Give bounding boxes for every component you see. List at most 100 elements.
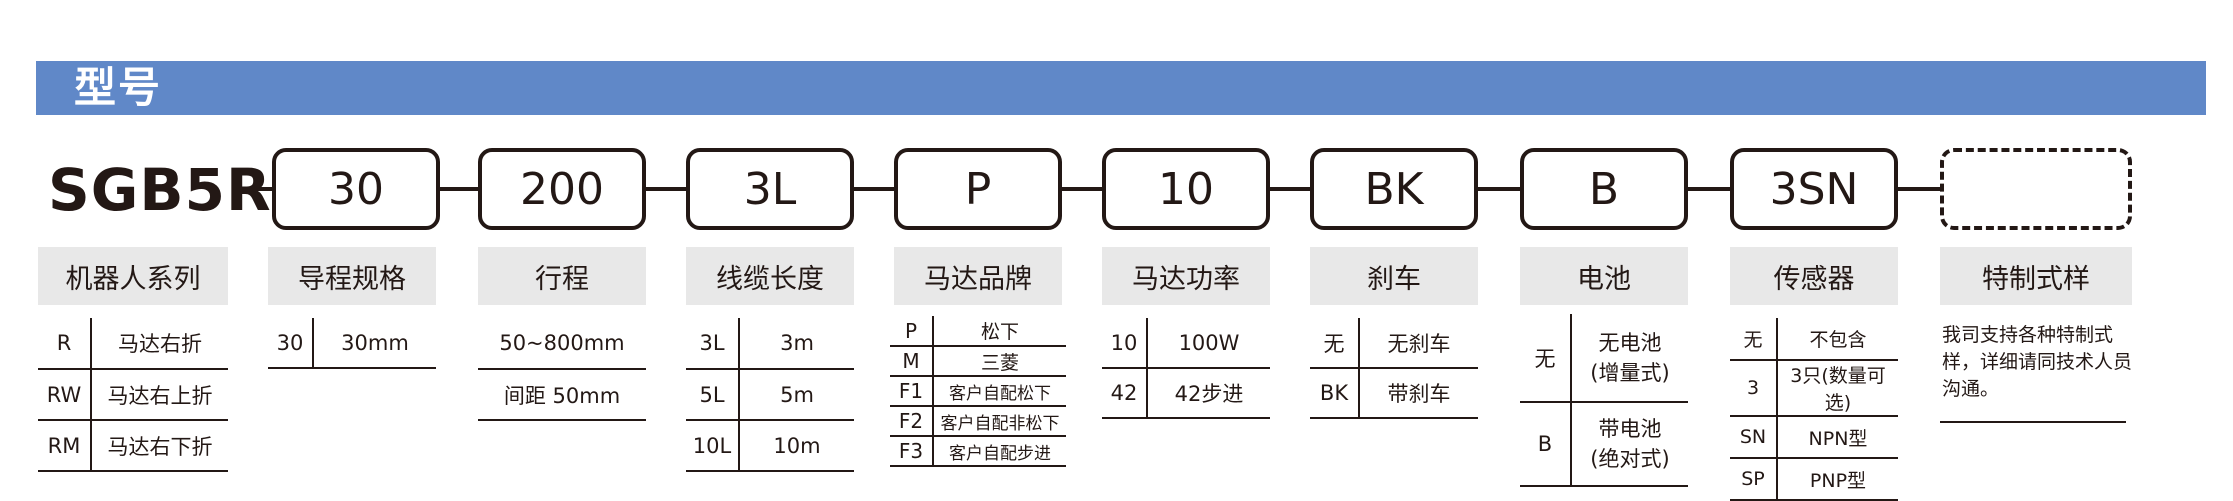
header-custom: 特制式样 xyxy=(1940,247,2132,305)
custom-note: 我司支持各种特制式样，详细请同技术人员沟通。 xyxy=(1942,324,2133,400)
desc-cell: 100W xyxy=(1147,318,1270,369)
desc-cell: 10m xyxy=(739,420,854,472)
segment-motor-power: 10 xyxy=(1102,148,1270,230)
code-cell: 10L xyxy=(686,420,740,472)
desc-cell: 带电池 (绝对式) xyxy=(1571,402,1688,487)
connector xyxy=(1478,187,1520,191)
connector xyxy=(440,187,478,191)
code-cell: M xyxy=(890,346,934,377)
table-row: 10L 10m xyxy=(686,420,854,472)
header-sensor: 传感器 xyxy=(1730,247,1898,305)
code-cell: RM xyxy=(38,420,92,472)
table-row: 10 100W xyxy=(1102,318,1270,369)
table-motor-brand: P 松下 M 三菱 F1 客户自配松下 F2 客户自配非松下 F3 客户自配步进 xyxy=(890,316,1066,467)
segment-battery: B xyxy=(1520,148,1688,230)
desc-cell: 30mm xyxy=(313,318,436,369)
table-row: 3 3只(数量可选) xyxy=(1730,360,1898,417)
header-lead: 导程规格 xyxy=(268,247,436,305)
header-cable: 线缆长度 xyxy=(686,247,854,305)
desc-cell: 松下 xyxy=(933,316,1066,347)
code-cell: B xyxy=(1520,402,1572,487)
code-cell: P xyxy=(890,316,934,347)
connector xyxy=(1270,187,1310,191)
table-row: 无 无电池 (增量式) xyxy=(1520,314,1688,403)
desc-cell: 马达右上折 xyxy=(91,369,228,421)
desc-line: (绝对式) xyxy=(1590,447,1670,471)
desc-cell: 3只(数量可选) xyxy=(1777,360,1898,417)
code-cell: F2 xyxy=(890,406,934,437)
table-sensor: 无 不包含 3 3只(数量可选) SN NPN型 SP PNP型 xyxy=(1730,318,1898,501)
table-row: F1 客户自配松下 xyxy=(890,376,1066,407)
desc-cell: 无刹车 xyxy=(1359,318,1478,369)
connector xyxy=(232,187,272,191)
code-cell: 10 xyxy=(1102,318,1148,369)
code-cell: 3 xyxy=(1730,360,1778,417)
connector xyxy=(854,187,894,191)
divider xyxy=(1940,421,2126,423)
desc-cell: 间距 50mm xyxy=(478,369,646,421)
header-brake: 刹车 xyxy=(1310,247,1478,305)
code-cell: R xyxy=(38,318,92,370)
table-row: M 三菱 xyxy=(890,346,1066,377)
code-cell: 无 xyxy=(1730,318,1778,361)
code-cell: SN xyxy=(1730,416,1778,459)
desc-cell: 无电池 (增量式) xyxy=(1571,314,1688,403)
title-banner: 型号 xyxy=(36,61,2206,115)
table-row: 无 无刹车 xyxy=(1310,318,1478,369)
desc-cell: 3m xyxy=(739,318,854,370)
header-stroke: 行程 xyxy=(478,247,646,305)
desc-line: (增量式) xyxy=(1590,360,1670,385)
code-cell: 无 xyxy=(1310,318,1360,369)
desc-cell: 客户自配松下 xyxy=(933,376,1066,407)
code-cell: BK xyxy=(1310,368,1360,419)
header-motor-power: 马达功率 xyxy=(1102,247,1270,305)
desc-cell: 客户自配步进 xyxy=(933,436,1066,467)
desc-cell: NPN型 xyxy=(1777,416,1898,459)
desc-cell: 5m xyxy=(739,369,854,421)
code-cell: 42 xyxy=(1102,368,1148,419)
table-brake: 无 无刹车 BK 带刹车 xyxy=(1310,318,1478,419)
table-battery: 无 无电池 (增量式) B 带电池 (绝对式) xyxy=(1520,314,1688,487)
desc-cell: 客户自配非松下 xyxy=(933,406,1066,437)
segment-custom xyxy=(1940,148,2132,230)
table-row: F2 客户自配非松下 xyxy=(890,406,1066,437)
table-row: R 马达右折 xyxy=(38,318,228,370)
desc-cell: 三菱 xyxy=(933,346,1066,377)
code-cell: 无 xyxy=(1520,314,1572,403)
table-cable: 3L 3m 5L 5m 10L 10m xyxy=(686,318,854,472)
desc-cell: 马达右下折 xyxy=(91,420,228,472)
connector xyxy=(1062,187,1102,191)
desc-cell: 马达右折 xyxy=(91,318,228,370)
table-row: 5L 5m xyxy=(686,369,854,421)
table-row: P 松下 xyxy=(890,316,1066,347)
table-row: F3 客户自配步进 xyxy=(890,436,1066,467)
segment-motor-brand: P xyxy=(894,148,1062,230)
segment-lead: 30 xyxy=(272,148,440,230)
desc-cell: 50~800mm xyxy=(478,318,646,370)
header-battery: 电池 xyxy=(1520,247,1688,305)
code-cell: RW xyxy=(38,369,92,421)
header-motor-brand: 马达品牌 xyxy=(894,247,1062,305)
table-row: BK 带刹车 xyxy=(1310,368,1478,419)
table-row: 3L 3m xyxy=(686,318,854,370)
table-row: 无 不包含 xyxy=(1730,318,1898,361)
code-cell: 3L xyxy=(686,318,740,370)
table-row: SN NPN型 xyxy=(1730,416,1898,459)
desc-cell: 不包含 xyxy=(1777,318,1898,361)
table-row: RW 马达右上折 xyxy=(38,369,228,421)
segment-cable: 3L xyxy=(686,148,854,230)
segment-stroke: 200 xyxy=(478,148,646,230)
desc-line: 无电池 xyxy=(1598,330,1662,355)
segment-sensor: 3SN xyxy=(1730,148,1898,230)
segment-brake: BK xyxy=(1310,148,1478,230)
connector xyxy=(1688,187,1730,191)
code-cell: F1 xyxy=(890,376,934,407)
desc-line: 带电池 xyxy=(1598,417,1662,441)
code-cell: 5L xyxy=(686,369,740,421)
connector xyxy=(646,187,686,191)
table-row: B 带电池 (绝对式) xyxy=(1520,402,1688,487)
code-cell: 30 xyxy=(268,318,314,369)
desc-cell: 42步进 xyxy=(1147,368,1270,419)
table-lead: 30 30mm xyxy=(268,318,436,369)
table-row: 间距 50mm xyxy=(478,369,646,421)
